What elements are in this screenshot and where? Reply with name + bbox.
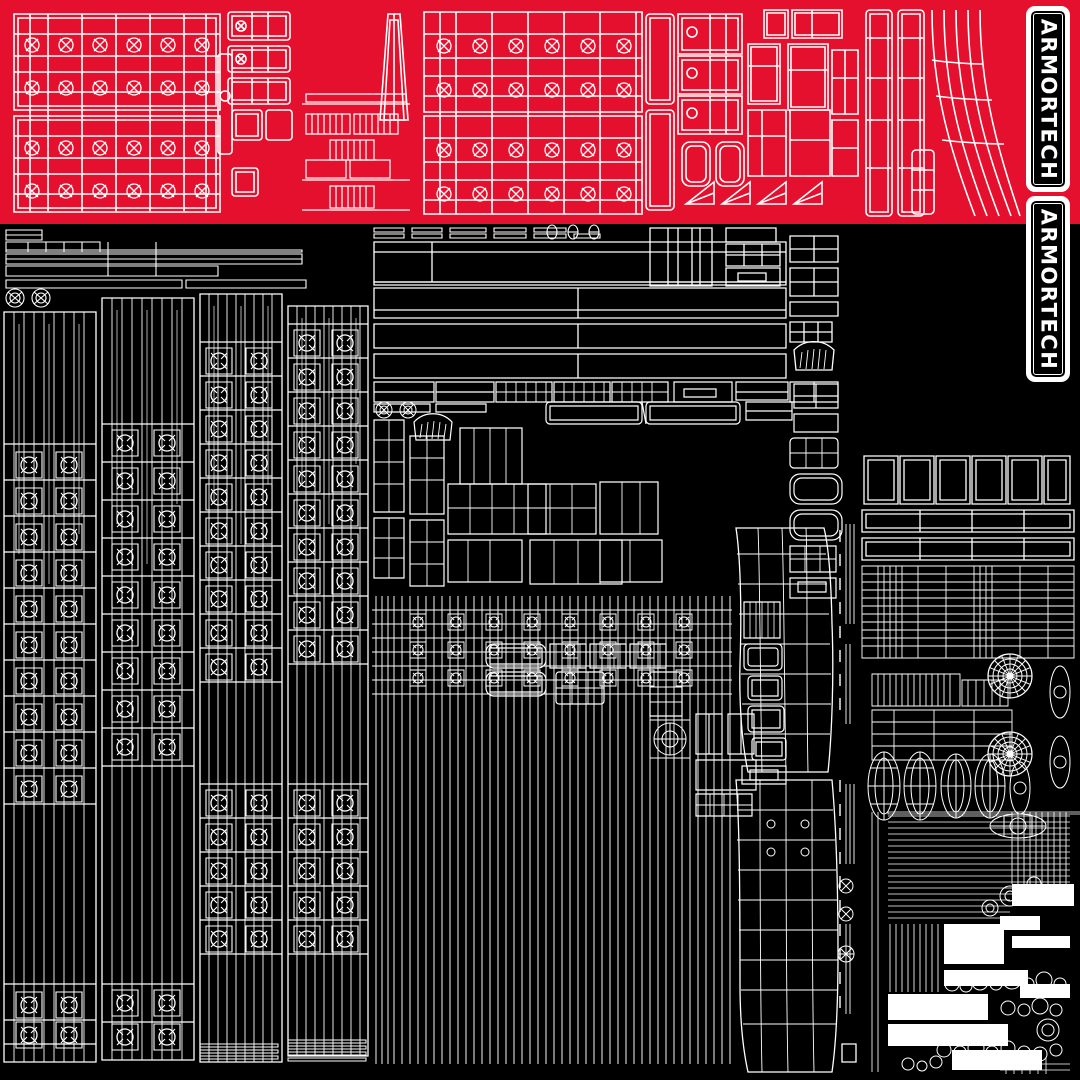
badge-label: ARMORTECH — [1036, 18, 1061, 180]
black-main-atlas — [0, 224, 1080, 1080]
badge-frame: ARMORTECH — [1029, 9, 1067, 189]
red-top-band — [0, 0, 1080, 224]
black-main-wireframe — [0, 224, 1080, 1080]
red-top-wireframe — [0, 0, 1080, 224]
badge-frame: ARMORTECH — [1029, 199, 1067, 379]
armortech-badge-top: ARMORTECH — [1026, 6, 1070, 192]
badge-label: ARMORTECH — [1036, 208, 1061, 370]
armortech-badge-bottom: ARMORTECH — [1026, 196, 1070, 382]
